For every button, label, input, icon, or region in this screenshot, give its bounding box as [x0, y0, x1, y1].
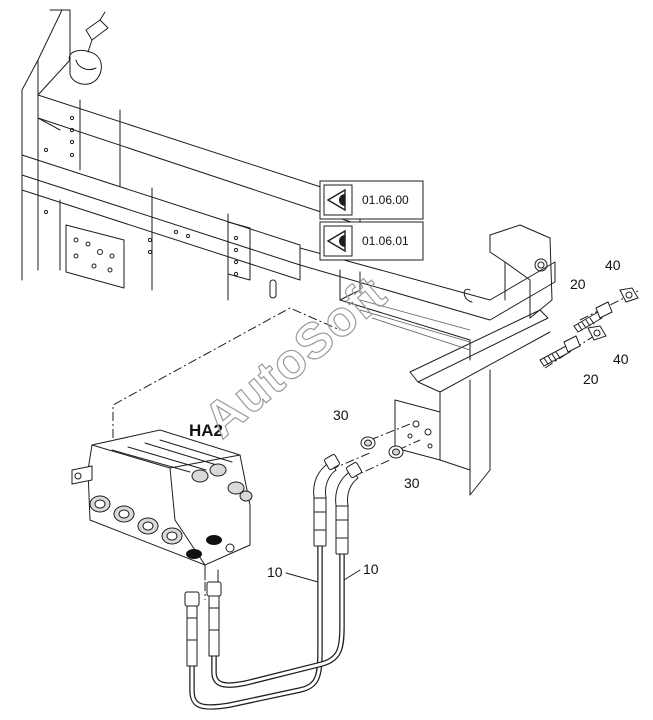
bracket-holes: [73, 237, 115, 273]
reference-code: 01.06.00: [362, 193, 409, 207]
reference-code: 01.06.01: [362, 234, 409, 248]
callout-30-left: 30: [333, 407, 349, 423]
reference-box-1[interactable]: 01.06.00: [319, 180, 424, 220]
hydraulic-hose-right[interactable]: [211, 527, 345, 688]
control-valve-ha2[interactable]: [71, 429, 253, 566]
hose-fittings-upper: [313, 454, 362, 555]
callout-40-bottom: 40: [613, 351, 629, 367]
bolt-20-upper[interactable]: [573, 301, 613, 333]
frame-holes: [43, 115, 239, 277]
nut-40-upper[interactable]: [619, 287, 639, 303]
watermark-logo: AutoSoft: [193, 265, 397, 449]
frame-structure: [21, 9, 556, 496]
component-label-ha2: HA2: [189, 421, 223, 440]
hose-fittings-lower: [184, 565, 222, 667]
callout-10-left: 10: [267, 564, 283, 580]
eye-icon: [326, 188, 346, 212]
nut-40-lower[interactable]: [587, 325, 607, 341]
adapter-30-left[interactable]: [360, 436, 376, 450]
callout-20-top: 20: [570, 276, 586, 292]
adapter-30-right[interactable]: [388, 445, 404, 459]
mount-plate-ports: [407, 420, 433, 449]
bolt-20-lower[interactable]: [539, 335, 581, 367]
callout-30-right: 30: [404, 475, 420, 491]
callouts: 20 40 40 20 30 30 10 10 HA2: [189, 257, 629, 583]
callout-40-top: 40: [605, 257, 621, 273]
spool-caps: [89, 463, 253, 545]
callout-10-right: 10: [363, 561, 379, 577]
reference-box-2[interactable]: 01.06.01: [319, 221, 424, 261]
eye-icon: [326, 229, 346, 253]
callout-20-bottom: 20: [583, 371, 599, 387]
